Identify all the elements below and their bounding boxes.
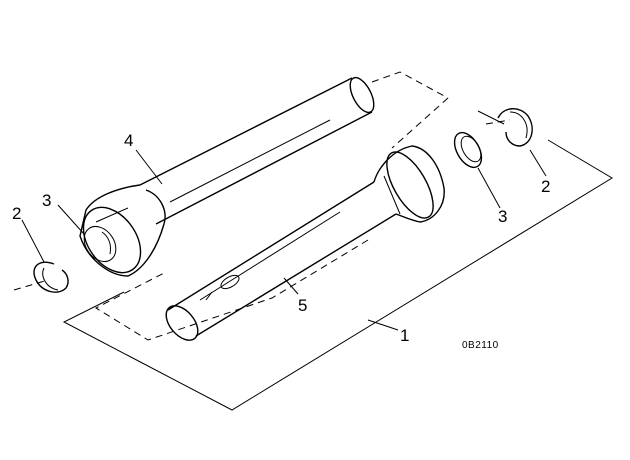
callout-2-right: 2 (541, 177, 550, 196)
callout-5: 5 (298, 296, 307, 315)
shaft-lower (165, 145, 445, 341)
ring-right (453, 131, 483, 169)
callout-2-left: 2 (12, 204, 21, 223)
figure-code: 0B2110 (462, 340, 499, 351)
circlip-right (485, 108, 533, 147)
callout-3-left: 3 (42, 191, 51, 210)
subassembly-dashed-outline (94, 71, 449, 341)
callout-3-right: 3 (498, 207, 507, 226)
circlip-left (13, 261, 69, 293)
callout-1: 1 (400, 326, 409, 345)
leader-lines (21, 149, 547, 331)
shaft-upper (79, 76, 375, 277)
callout-4: 4 (124, 131, 133, 150)
